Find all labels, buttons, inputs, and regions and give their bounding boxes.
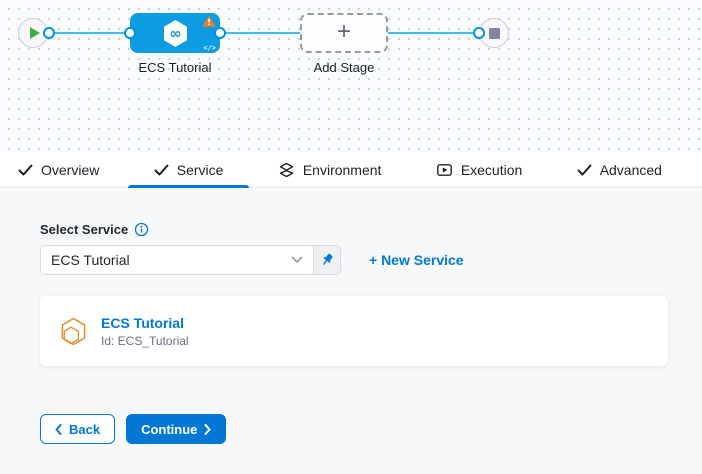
svg-text:∞: ∞ [169,24,182,42]
connector-line [388,32,479,34]
tab-environment[interactable]: Environment [278,152,382,187]
panel-footer: Back Continue [40,414,668,444]
service-select-group: ECS Tutorial [40,245,341,275]
connector-line [48,32,130,34]
service-controls-row: ECS Tutorial + New Service [40,245,668,275]
chevron-right-icon [204,423,211,435]
service-card[interactable]: ECS Tutorial Id: ECS_Tutorial [40,296,668,366]
tab-label: Execution [460,161,523,178]
tab-overview[interactable]: Overview [18,152,99,187]
connector-line [220,32,300,34]
layers-icon [279,162,294,177]
connector-port [214,27,226,39]
execution-icon [436,163,452,176]
service-select-value: ECS Tutorial [51,252,130,268]
continue-button[interactable]: Continue [126,414,227,444]
tab-service[interactable]: Service [127,152,250,188]
connector-port [473,27,485,39]
stage-node-ecs-tutorial[interactable]: ∞ </> [130,13,220,53]
play-icon [29,27,40,39]
select-service-label: Select Service [40,222,129,237]
check-icon [577,164,592,175]
service-card-text: ECS Tutorial Id: ECS_Tutorial [101,315,189,348]
check-icon [18,164,33,175]
pipeline-canvas[interactable]: ∞ </> ECS Tutorial + Add Stage [0,0,702,152]
warning-triangle-icon [202,15,216,27]
connector-port [43,27,55,39]
new-service-button[interactable]: + New Service [369,252,464,268]
stage-tabbar: Overview Service Environment Execution A… [0,152,702,188]
pin-service-button[interactable] [314,245,341,275]
hexagon-infinity-icon: ∞ [163,19,187,47]
chevron-left-icon [55,423,62,435]
service-panel: Select Service ECS Tutorial [0,188,702,474]
tab-label: Advanced [599,161,662,178]
code-icon: </> [203,44,216,52]
tab-advanced[interactable]: Advanced [577,152,662,187]
check-icon [154,164,169,175]
connector-port [124,27,136,39]
add-stage-label: Add Stage [313,60,375,75]
tab-label: Environment [302,161,382,178]
continue-button-label: Continue [141,421,198,437]
service-hexagon-icon [61,317,86,345]
back-button[interactable]: Back [40,414,116,444]
chevron-down-icon [291,256,303,263]
service-card-id: Id: ECS_Tutorial [101,333,189,348]
stop-icon [488,27,500,39]
plus-icon: + [336,18,351,45]
add-stage-button[interactable]: + [300,13,388,53]
select-service-label-row: Select Service [40,222,668,237]
service-select-dropdown[interactable]: ECS Tutorial [40,245,314,275]
tab-execution[interactable]: Execution [436,152,522,187]
info-icon[interactable] [134,222,149,237]
stage-node-label: ECS Tutorial [138,60,212,75]
back-button-label: Back [69,421,101,437]
pin-icon [323,253,333,265]
tab-label: Overview [41,161,100,178]
tab-label: Service [176,161,224,178]
service-card-title: ECS Tutorial [101,314,184,331]
